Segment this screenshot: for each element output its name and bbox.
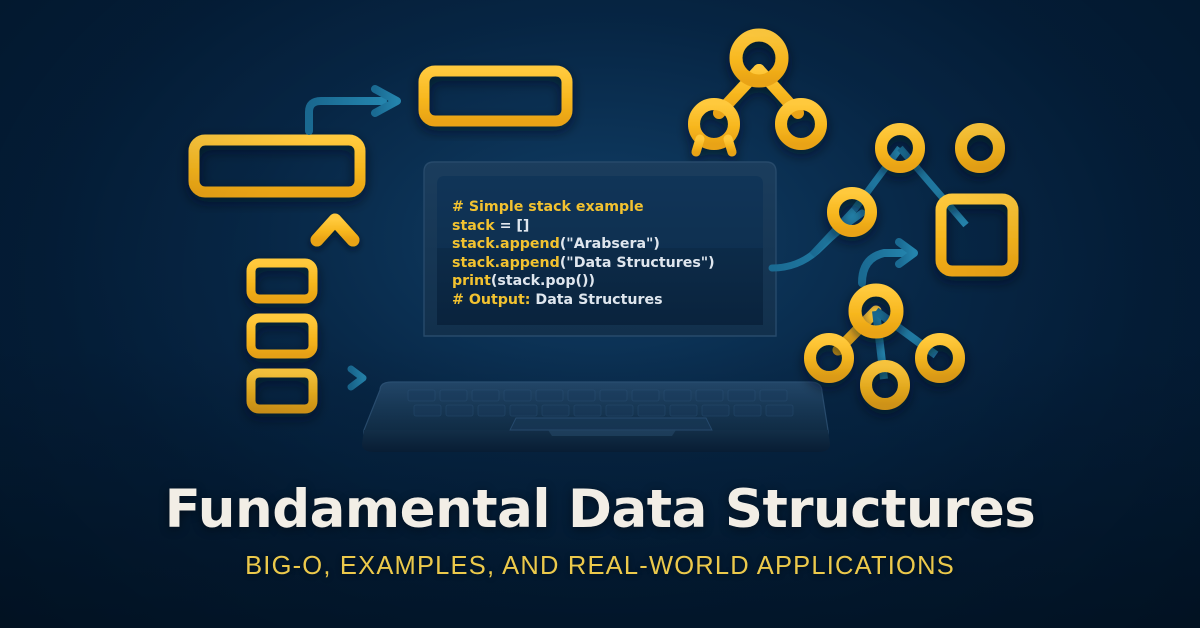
title-block: Fundamental Data Structures BIG-O, EXAMP… — [0, 479, 1200, 581]
page-subtitle: BIG-O, EXAMPLES, AND REAL-WORLD APPLICAT… — [245, 552, 955, 581]
page-title: Fundamental Data Structures — [164, 479, 1036, 540]
